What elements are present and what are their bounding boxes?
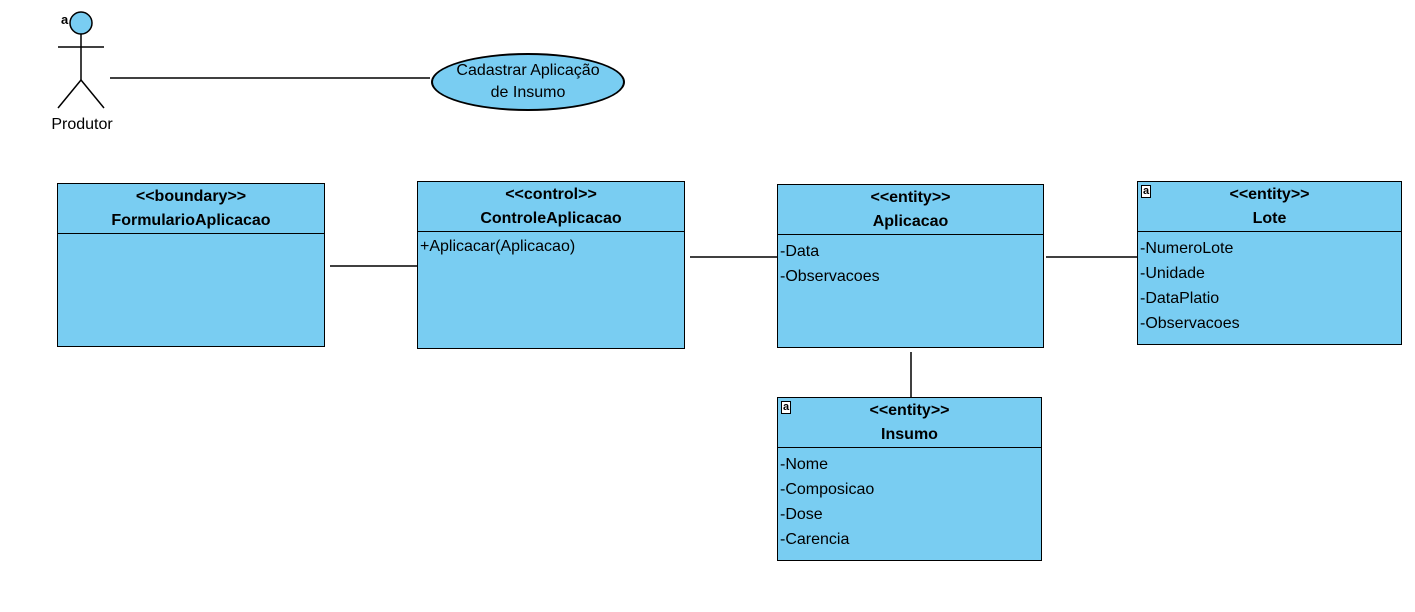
actor-stick-figure[interactable] <box>40 8 124 138</box>
lock-icon: a <box>61 12 69 27</box>
class-header: <<boundary>> FormularioAplicacao <box>58 184 324 234</box>
class-members: -NumeroLote -Unidade -DataPlatio -Observ… <box>1138 232 1401 340</box>
class-attribute: -Dose <box>780 506 823 523</box>
use-case-label-line1: Cadastrar Aplicação <box>456 62 600 79</box>
class-attribute: -Observacoes <box>780 268 880 285</box>
use-case-label-line2: de Insumo <box>490 84 566 101</box>
class-attribute: -DataPlatio <box>1140 290 1220 307</box>
class-attribute: -Composicao <box>780 481 875 498</box>
class-controle-aplicacao[interactable]: <<control>> ControleAplicacao +Aplicacar… <box>417 181 685 349</box>
class-stereotype: <<entity>> <box>869 402 950 419</box>
class-header: <<entity>> Lote <box>1138 182 1401 232</box>
class-header: <<entity>> Insumo <box>778 398 1041 448</box>
class-header: <<control>> ControleAplicacao <box>418 182 684 232</box>
class-operation: +Aplicacar(Aplicacao) <box>420 238 576 255</box>
lock-icon: a <box>781 401 792 414</box>
class-name: Lote <box>1252 210 1287 227</box>
class-aplicacao[interactable]: <<entity>> Aplicacao -Data -Observacoes <box>777 184 1044 348</box>
actor-label: Produtor <box>51 116 113 133</box>
use-case-cadastrar-aplicacao[interactable]: Cadastrar Aplicação de Insumo <box>431 53 625 111</box>
class-members: -Nome -Composicao -Dose -Carencia <box>778 448 1041 556</box>
class-attribute: -Unidade <box>1140 265 1205 282</box>
class-stereotype: <<entity>> <box>1229 186 1310 203</box>
class-header: <<entity>> Aplicacao <box>778 185 1043 235</box>
class-name: FormularioAplicacao <box>111 212 271 229</box>
class-members <box>58 234 324 242</box>
class-stereotype: <<boundary>> <box>135 188 247 205</box>
class-formulario-aplicacao[interactable]: <<boundary>> FormularioAplicacao <box>57 183 325 347</box>
class-stereotype: <<control>> <box>505 186 597 203</box>
class-members: -Data -Observacoes <box>778 235 1043 293</box>
class-attribute: -Carencia <box>780 531 850 548</box>
class-attribute: -Data <box>780 243 820 260</box>
class-name: Insumo <box>881 426 938 443</box>
class-attribute: -Nome <box>780 456 829 473</box>
class-name: ControleAplicacao <box>480 210 622 227</box>
class-lote[interactable]: a <<entity>> Lote -NumeroLote -Unidade -… <box>1137 181 1402 345</box>
class-attribute: -Observacoes <box>1140 315 1240 332</box>
class-attribute: -NumeroLote <box>1140 240 1234 257</box>
class-stereotype: <<entity>> <box>870 189 951 206</box>
class-insumo[interactable]: a <<entity>> Insumo -Nome -Composicao -D… <box>777 397 1042 561</box>
lock-icon: a <box>1141 185 1152 198</box>
class-members: +Aplicacar(Aplicacao) <box>418 232 684 263</box>
class-name: Aplicacao <box>872 213 949 230</box>
